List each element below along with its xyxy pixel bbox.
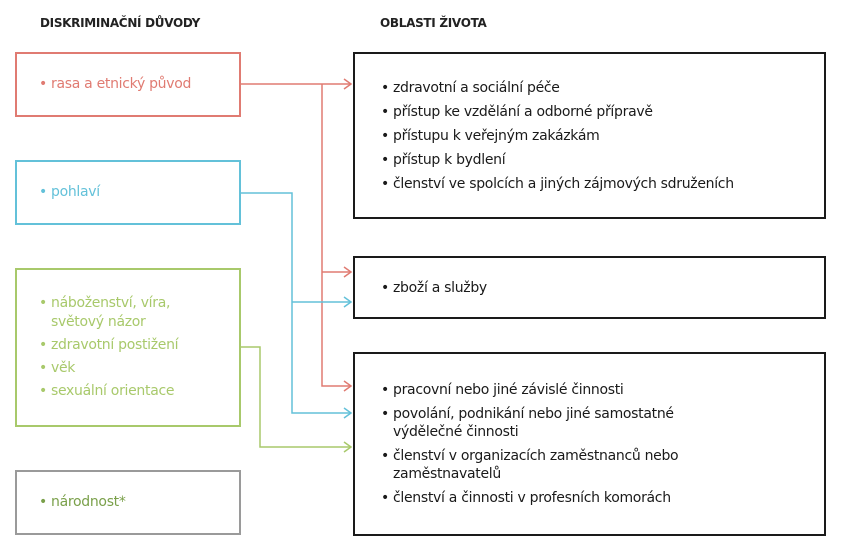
area-item: zdravotní a sociální péče — [381, 79, 824, 97]
ground-box-nationality: národnost* — [15, 470, 241, 535]
ground-box-other: náboženství, víra, světový názor zdravot… — [15, 268, 241, 427]
area-item: členství a činnosti v profesních komorác… — [381, 489, 704, 507]
ground-box-sex: pohlaví — [15, 160, 241, 225]
ground-item: pohlaví — [39, 183, 239, 202]
area-item: přístup k bydlení — [381, 151, 824, 169]
area-item: povolání, podnikání nebo jiné samostatné… — [381, 405, 704, 441]
arrow-icon — [343, 441, 353, 453]
heading-areas: OBLASTI ŽIVOTA — [380, 16, 487, 30]
sex-connectors — [241, 192, 353, 419]
heading-grounds: DISKRIMINAČNÍ DŮVODY — [40, 16, 201, 30]
area-item: členství ve spolcích a jiných zájmových … — [381, 175, 824, 193]
area-item: členství v organizacích zaměstnanců nebo… — [381, 447, 704, 483]
ground-item: rasa a etnický původ — [39, 75, 239, 94]
other-connectors — [241, 346, 353, 453]
area-item: zboží a služby — [381, 279, 824, 297]
ground-box-race: rasa a etnický původ — [15, 52, 241, 117]
area-item: pracovní nebo jiné závislé činnosti — [381, 381, 704, 399]
race-connectors — [241, 78, 353, 392]
area-item: přístupu k veřejným zakázkám — [381, 127, 824, 145]
arrow-icon — [343, 78, 353, 392]
ground-item: náboženství, víra, světový názor — [39, 294, 179, 332]
area-box-employment: pracovní nebo jiné závislé činnosti povo… — [353, 352, 826, 536]
ground-item: sexuální orientace — [39, 382, 179, 401]
area-item: přístup ke vzdělání a odborné přípravě — [381, 103, 824, 121]
arrow-icon — [343, 296, 353, 419]
area-box-goods: zboží a služby — [353, 256, 826, 319]
area-box-services: zdravotní a sociální péče přístup ke vzd… — [353, 52, 826, 219]
ground-item: zdravotní postižení — [39, 336, 179, 355]
ground-item: věk — [39, 359, 179, 378]
ground-item: národnost* — [39, 493, 239, 512]
